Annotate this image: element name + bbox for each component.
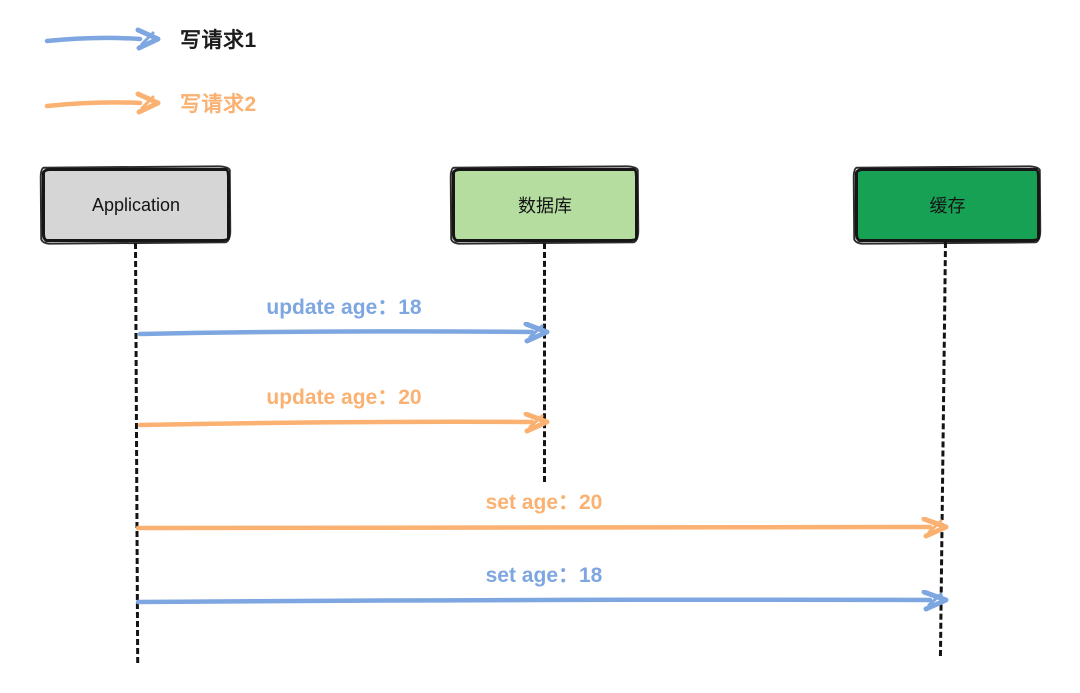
legend-label-write-request-1: 写请求1 bbox=[180, 29, 257, 52]
orange-arrow-icon bbox=[44, 91, 161, 115]
legend-item-write-request-2: 写请求2 bbox=[42, 86, 257, 120]
message-label: update age：18 bbox=[266, 296, 422, 319]
message-arrow-icon bbox=[137, 322, 550, 344]
actor-box-database: 数据库 bbox=[452, 168, 638, 242]
message-update-age-18: update age：18 bbox=[136, 294, 552, 344]
legend: 写请求1 写请求2 bbox=[42, 22, 257, 150]
legend-item-write-request-1: 写请求1 bbox=[42, 22, 257, 56]
message-set-age-20: set age：20 bbox=[136, 489, 952, 539]
message-arrow-icon bbox=[136, 590, 949, 612]
actor-label-database: 数据库 bbox=[518, 196, 572, 216]
message-label: update age：20 bbox=[266, 386, 422, 409]
lifeline-database bbox=[543, 243, 546, 482]
blue-arrow-icon bbox=[44, 27, 161, 51]
actor-label-cache: 缓存 bbox=[929, 196, 966, 216]
message-arrow-icon bbox=[137, 412, 550, 434]
actor-label-application: Application bbox=[91, 194, 181, 215]
actor-box-application: Application bbox=[42, 168, 230, 242]
actor-box-cache: 缓存 bbox=[855, 168, 1040, 242]
message-set-age-18: set age：18 bbox=[136, 562, 952, 612]
message-arrow-icon bbox=[136, 517, 949, 539]
message-label: set age：18 bbox=[485, 564, 603, 587]
message-label: set age：20 bbox=[485, 491, 603, 514]
legend-label-write-request-2: 写请求2 bbox=[180, 93, 257, 116]
message-update-age-20: update age：20 bbox=[136, 384, 552, 434]
